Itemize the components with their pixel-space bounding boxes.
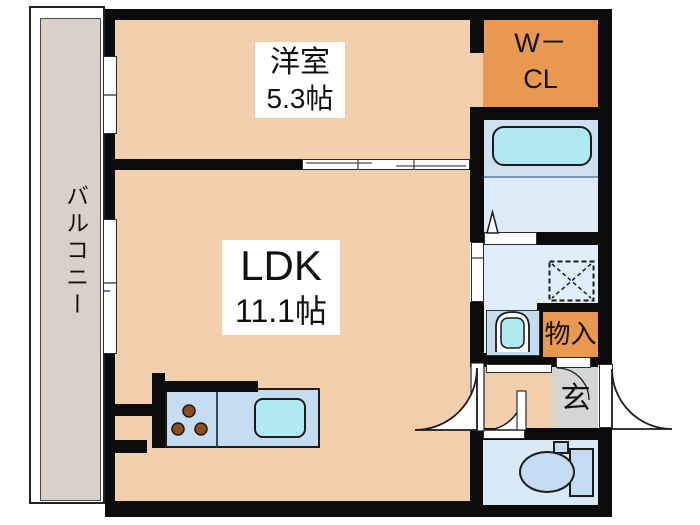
wcl-label: W－ CL bbox=[483, 24, 598, 104]
sliding-door-panels bbox=[306, 160, 484, 259]
wall-col-c bbox=[470, 302, 484, 363]
kitchen-sink bbox=[254, 398, 306, 438]
wall-top bbox=[105, 9, 612, 20]
stove-burners-icon bbox=[171, 404, 208, 436]
toilet-bowl bbox=[519, 451, 575, 493]
wcl-label-line1: W－ bbox=[514, 28, 567, 59]
walk-in-closet bbox=[483, 20, 598, 107]
range-hood bbox=[165, 381, 258, 392]
washroom-threshold bbox=[486, 364, 552, 373]
ldk-label: LDK bbox=[240, 241, 322, 289]
washroom-pocket-door bbox=[471, 242, 484, 302]
sliding-door-partition bbox=[302, 159, 470, 170]
wall-partition bbox=[115, 159, 302, 170]
kitchen-wall bbox=[152, 373, 165, 448]
wall-right-a bbox=[598, 9, 612, 365]
window-tick-marks bbox=[104, 94, 116, 292]
toilet-door-swing bbox=[484, 390, 527, 431]
kitchen-stub-b bbox=[115, 440, 147, 453]
balcony bbox=[40, 18, 101, 501]
storage-closet bbox=[543, 312, 598, 357]
wall-left-c bbox=[105, 353, 115, 501]
ldk-label-box: LDK 11.1帖 bbox=[222, 240, 340, 335]
washbasin bbox=[495, 311, 530, 352]
genkan-label: 玄 bbox=[560, 381, 591, 415]
wall-left-b bbox=[105, 133, 115, 220]
western-room-label: 洋室 bbox=[270, 45, 330, 79]
wcl-label-line2: CL bbox=[523, 64, 558, 95]
washing-machine-pan-icon bbox=[548, 260, 595, 302]
kitchen-counter-divider bbox=[216, 389, 218, 447]
kitchen-stub-a bbox=[115, 404, 152, 416]
bath-door-triangle-icon bbox=[486, 209, 499, 234]
wcl-doorway bbox=[470, 53, 484, 107]
entrance-door-swing bbox=[611, 368, 673, 430]
ldk-size: 11.1帖 bbox=[235, 293, 327, 330]
genkan bbox=[553, 367, 598, 430]
wall-left-a bbox=[105, 9, 115, 57]
balcony-label: バルコニー bbox=[62, 183, 89, 319]
wall-col-a bbox=[470, 9, 484, 53]
storage-label: 物入 bbox=[544, 319, 597, 350]
wall-wcl-bottom bbox=[470, 107, 598, 120]
western-room-label-box: 洋室 5.3帖 bbox=[255, 42, 345, 118]
wall-bath-washroom bbox=[537, 232, 598, 245]
western-room-size: 5.3帖 bbox=[266, 82, 334, 114]
bath-folding-door bbox=[484, 232, 537, 245]
bathroom-floor bbox=[484, 177, 598, 233]
bathtub bbox=[492, 126, 592, 166]
ldk-door-swing bbox=[414, 362, 485, 432]
wall-col-b bbox=[470, 107, 484, 242]
storage-door-opening bbox=[556, 357, 591, 368]
storage-door-arc bbox=[556, 367, 590, 401]
window-ldk bbox=[103, 219, 117, 354]
